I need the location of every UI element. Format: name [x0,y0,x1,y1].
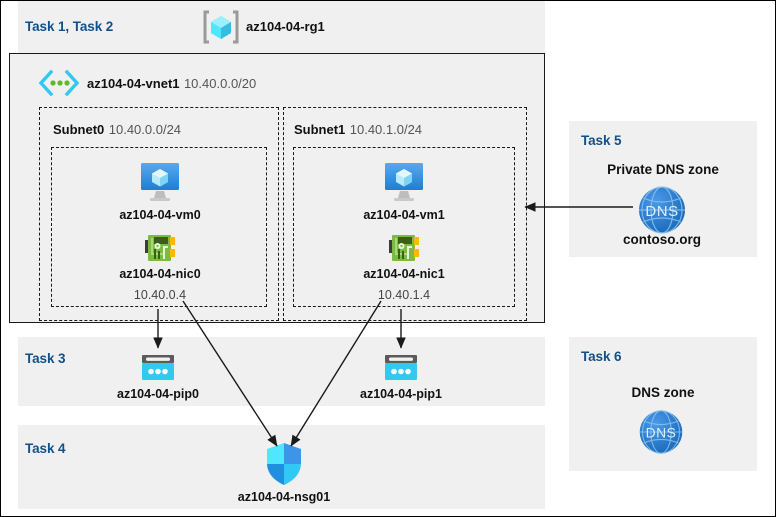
task-label-public-ip: Task 3 [25,351,66,366]
subnet-0-title: Subnet0 10.40.0.0/24 [53,121,181,139]
vm-0-label: az104-04-vm0 [119,208,201,222]
public-dns-heading: DNS zone [631,385,695,400]
public-ip-0-label: az104-04-pip0 [117,387,199,401]
subnet-1-cidr: 10.40.1.0/24 [349,122,423,137]
virtual-machine-icon [135,160,185,204]
virtual-network-cidr: 10.40.0.0/20 [183,76,257,91]
task-label-resource-group: Task 1, Task 2 [25,19,114,34]
subnet-0-container [39,107,279,321]
svg-text:DNS: DNS [646,425,677,441]
subnet-1-title: Subnet1 10.40.1.0/24 [294,121,422,139]
public-ip-panel [18,337,545,406]
nic-1-ip: 10.40.1.4 [377,288,431,302]
virtual-network-title: az104-04-vnet1 10.40.0.0/20 [87,75,256,93]
network-interface-icon [387,232,421,264]
subnet-0-inner-container [51,147,267,307]
subnet-1-inner-container [293,147,515,307]
nsg-label: az104-04-nsg01 [237,490,331,504]
task-label-public-dns: Task 6 [581,349,622,364]
virtual-network-name: az104-04-vnet1 [87,76,180,91]
resource-group-icon [201,7,241,47]
resource-group-panel [18,1,545,53]
nic-0-ip: 10.40.0.4 [133,288,187,302]
vm-1-label: az104-04-vm1 [363,208,445,222]
virtual-network-container [9,53,545,323]
task-label-private-dns: Task 5 [581,133,622,148]
public-ip-icon [381,352,421,384]
resource-group-name: az104-04-rg1 [246,19,325,34]
public-ip-icon [138,352,178,384]
network-security-group-icon [263,441,305,487]
private-dns-name: contoso.org [623,232,701,247]
virtual-network-icon [37,69,81,97]
task-label-nsg: Task 4 [25,441,66,456]
private-dns-heading: Private DNS zone [607,162,719,177]
network-interface-icon [143,232,177,264]
subnet-0-name: Subnet0 [53,122,105,137]
virtual-machine-icon [379,160,429,204]
public-ip-1-label: az104-04-pip1 [360,387,442,401]
subnet-0-cidr: 10.40.0.0/24 [108,122,182,137]
svg-text:DNS: DNS [645,203,678,220]
subnet-1-container [283,107,527,321]
dns-zone-icon: DNS [636,407,686,457]
subnet-1-name: Subnet1 [294,122,346,137]
dns-zone-icon: DNS [635,183,689,237]
nic-1-label: az104-04-nic1 [363,267,445,281]
nic-0-label: az104-04-nic0 [119,267,201,281]
